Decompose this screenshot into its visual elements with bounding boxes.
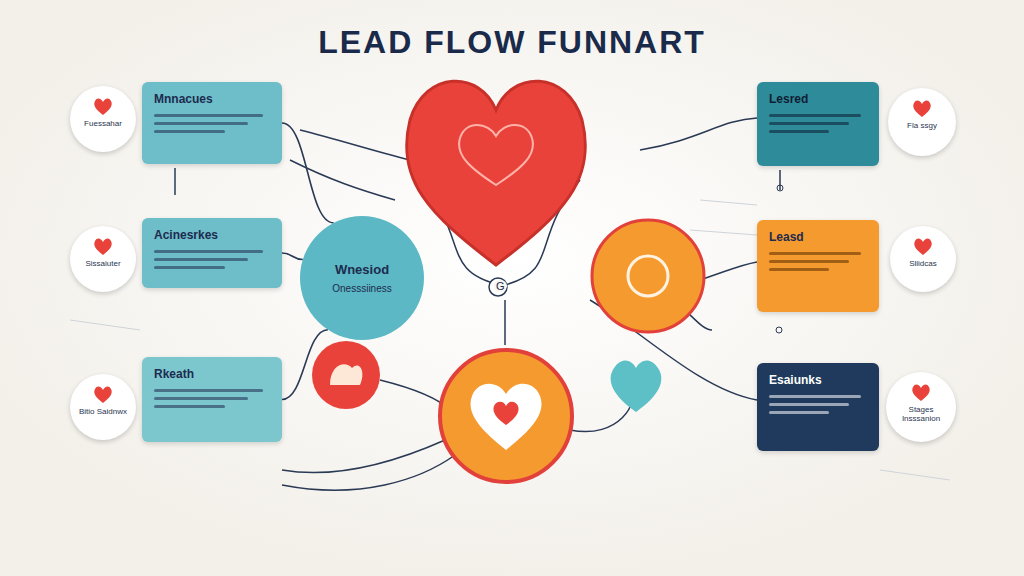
text-line-placeholder [769,252,861,255]
icon-badge: Bitio Saidnwx [70,374,136,440]
badge-icon [910,96,934,120]
dot-marker [777,185,783,191]
flow-connector [282,123,334,223]
text-line-placeholder [769,403,849,406]
text-line-placeholder [154,122,248,125]
flow-connector [282,330,328,400]
box-heading: Acinesrkes [154,228,272,242]
text-line-placeholder [769,395,861,398]
text-line-placeholder [154,114,263,117]
badge-label: Fuessahar [74,120,132,129]
badge-icon [911,234,935,258]
badge-icon [91,94,115,118]
text-line-placeholder [154,250,263,253]
text-line-placeholder [154,258,248,261]
icon-badge: Sliidcas [890,226,956,292]
box-heading: Rkeath [154,367,272,381]
icon-badge: Sissaiuter [70,226,136,292]
flow-connector [282,253,303,260]
text-line-placeholder [769,411,829,414]
box-heading: Lesred [769,92,869,106]
text-line-placeholder [769,130,829,133]
circle-body: Onesssiiness [332,283,391,294]
process-circle: WnesiodOnesssiiness [300,216,424,340]
hand-icon [330,364,362,385]
process-box: Mnnacues [142,82,282,164]
text-line-placeholder [769,268,829,271]
red-circle [312,341,380,409]
box-heading: Mnnacues [154,92,272,106]
icon-badge: Stages Insssanion [886,372,956,442]
badge-label: Fla ssgy [892,122,952,131]
text-line-placeholder [154,266,225,269]
box-heading: Leasd [769,230,869,244]
badge-icon [909,380,933,404]
heart-circle [440,350,572,482]
marker-label: G [494,280,507,292]
icon-badge: Fuessahar [70,86,136,152]
badge-label: Sissaiuter [74,260,132,269]
white-heart [470,384,541,450]
heart [407,81,586,265]
process-box: Esaiunks [757,363,879,451]
circle-heading: Wnesiod [335,262,389,277]
heart-icon [914,238,931,255]
icon-badge: Fla ssgy [888,88,956,156]
text-line-placeholder [154,389,263,392]
orange-circle [592,220,704,332]
text-line-placeholder [154,397,248,400]
dot-marker [776,327,782,333]
process-box: Leasd [757,220,879,312]
process-box: Acinesrkes [142,218,282,288]
process-box: Rkeath [142,357,282,442]
badge-icon [91,382,115,406]
heart-icon [94,238,111,255]
box-heading: Esaiunks [769,373,869,387]
text-line-placeholder [769,260,849,263]
badge-label: Bitio Saidnwx [74,408,132,417]
heart-icon [94,386,111,403]
text-line-placeholder [154,130,225,133]
text-line-placeholder [769,114,861,117]
heart-icon [912,384,929,401]
badge-label: Sliidcas [894,260,952,269]
orange-circle-icon [628,256,668,296]
process-box: Lesred [757,82,879,166]
badge-icon [91,234,115,258]
heart-icon [913,100,930,117]
teal-heart [611,360,662,412]
heart-inner [459,125,533,185]
text-line-placeholder [154,405,225,408]
text-line-placeholder [769,122,849,125]
heart-icon [94,98,111,115]
diagram-title: LEAD FLOW FUNNART [0,24,1024,61]
badge-label: Stages Insssanion [890,406,952,424]
g-marker [489,278,507,296]
small-heart [494,402,519,425]
